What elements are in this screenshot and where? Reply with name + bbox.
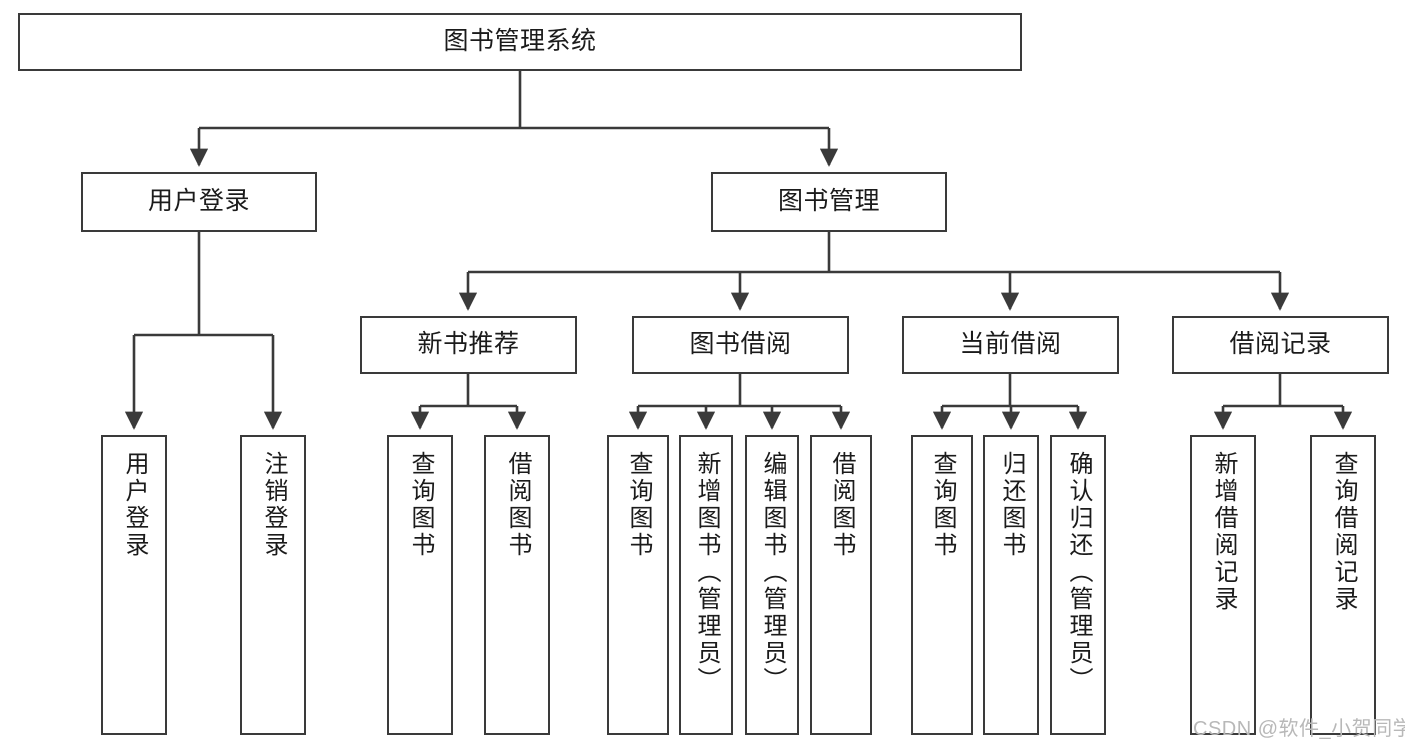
node-book-borrow[interactable]: 图书借阅 bbox=[632, 316, 849, 374]
leaf-add-book-label: 新增图书（管理员） bbox=[693, 451, 720, 694]
node-book-manage-label: 图书管理 bbox=[777, 187, 880, 216]
node-root-label: 图书管理系统 bbox=[443, 27, 597, 56]
leaf-logout[interactable]: 注销登录 bbox=[240, 435, 306, 735]
node-user-login-label: 用户登录 bbox=[147, 187, 250, 216]
leaf-query-book-2[interactable]: 查询图书 bbox=[607, 435, 669, 735]
node-current-borrow[interactable]: 当前借阅 bbox=[902, 316, 1119, 374]
node-book-borrow-label: 图书借阅 bbox=[689, 330, 792, 359]
leaf-add-record-label: 新增借阅记录 bbox=[1210, 451, 1237, 613]
leaf-edit-book[interactable]: 编辑图书（管理员） bbox=[745, 435, 799, 735]
leaf-borrow-book-1-label: 借阅图书 bbox=[504, 451, 531, 559]
leaf-edit-book-label: 编辑图书（管理员） bbox=[759, 451, 786, 694]
leaf-user-login[interactable]: 用户登录 bbox=[101, 435, 167, 735]
leaf-user-login-label: 用户登录 bbox=[121, 451, 148, 559]
leaf-add-record[interactable]: 新增借阅记录 bbox=[1190, 435, 1256, 735]
node-new-book-rec[interactable]: 新书推荐 bbox=[360, 316, 577, 374]
leaf-logout-label: 注销登录 bbox=[260, 451, 287, 559]
leaf-confirm-return-label: 确认归还（管理员） bbox=[1065, 451, 1092, 694]
leaf-return-book[interactable]: 归还图书 bbox=[983, 435, 1039, 735]
leaf-add-book[interactable]: 新增图书（管理员） bbox=[679, 435, 733, 735]
leaf-query-book-1[interactable]: 查询图书 bbox=[387, 435, 453, 735]
leaf-query-record[interactable]: 查询借阅记录 bbox=[1310, 435, 1376, 735]
node-new-book-rec-label: 新书推荐 bbox=[417, 330, 520, 359]
watermark-text: CSDN @软件_小贺同学 bbox=[1193, 718, 1405, 740]
leaf-query-book-2-label: 查询图书 bbox=[625, 451, 652, 559]
leaf-confirm-return[interactable]: 确认归还（管理员） bbox=[1050, 435, 1106, 735]
node-book-manage[interactable]: 图书管理 bbox=[711, 172, 947, 232]
node-borrow-record[interactable]: 借阅记录 bbox=[1172, 316, 1389, 374]
leaf-query-book-3[interactable]: 查询图书 bbox=[911, 435, 973, 735]
leaf-return-book-label: 归还图书 bbox=[998, 451, 1025, 559]
leaf-query-book-3-label: 查询图书 bbox=[929, 451, 956, 559]
leaf-borrow-book-2[interactable]: 借阅图书 bbox=[810, 435, 872, 735]
node-user-login[interactable]: 用户登录 bbox=[81, 172, 317, 232]
leaf-query-record-label: 查询借阅记录 bbox=[1330, 451, 1357, 613]
leaf-borrow-book-1[interactable]: 借阅图书 bbox=[484, 435, 550, 735]
leaf-borrow-book-2-label: 借阅图书 bbox=[828, 451, 855, 559]
node-root[interactable]: 图书管理系统 bbox=[18, 13, 1022, 71]
leaf-query-book-1-label: 查询图书 bbox=[407, 451, 434, 559]
node-current-borrow-label: 当前借阅 bbox=[959, 330, 1062, 359]
node-borrow-record-label: 借阅记录 bbox=[1229, 330, 1332, 359]
